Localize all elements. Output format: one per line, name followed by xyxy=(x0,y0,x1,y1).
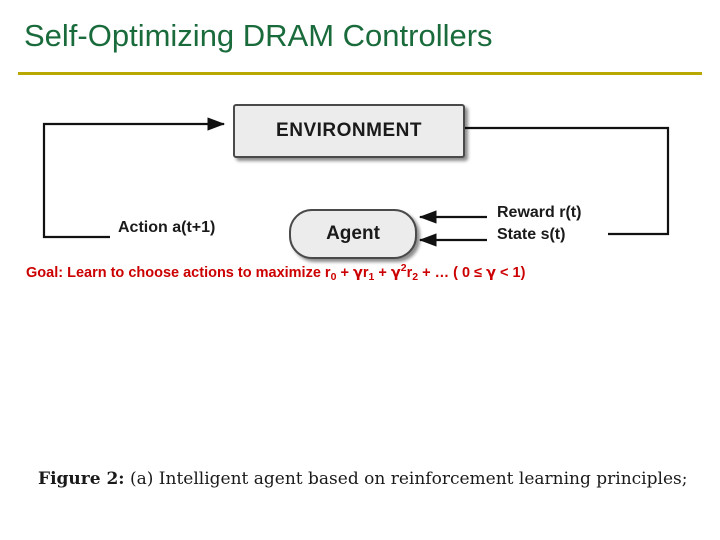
goal-plus-2: + xyxy=(374,265,391,281)
goal-sub-0: 0 xyxy=(330,271,337,283)
agent-label: Agent xyxy=(326,223,380,244)
diagram-connectors xyxy=(42,117,670,247)
goal-prefix: Goal: Learn to choose actions to maximiz… xyxy=(26,265,331,281)
goal-r-2: r xyxy=(406,265,413,281)
figure-caption-label: Figure 2: xyxy=(38,469,125,489)
environment-label: ENVIRONMENT xyxy=(276,120,422,141)
goal-gamma-2: γ xyxy=(390,265,401,281)
goal-sub-2: 2 xyxy=(412,271,419,283)
goal-exponent-2: 2 xyxy=(400,262,407,274)
title-divider xyxy=(18,72,702,75)
reward-label: Reward r(t) xyxy=(497,204,582,221)
goal-sub-1: 1 xyxy=(368,271,375,283)
goal-r-1: r xyxy=(362,265,369,281)
goal-gamma-3: γ xyxy=(486,265,496,281)
figure-caption-text: (a) Intelligent agent based on reinforce… xyxy=(124,469,688,489)
goal-tail-2: < 1) xyxy=(496,265,526,281)
figure-caption: Figure 2: (a) Intelligent agent based on… xyxy=(38,466,698,492)
action-label: Action a(t+1) xyxy=(118,219,216,236)
state-label: State s(t) xyxy=(497,226,566,243)
goal-tail: + … ( 0 ≤ xyxy=(418,265,487,281)
agent-node: Agent xyxy=(289,209,417,259)
goal-statement: Goal: Learn to choose actions to maximiz… xyxy=(26,262,526,283)
page-title: Self-Optimizing DRAM Controllers xyxy=(24,18,493,53)
goal-gamma-1: γ xyxy=(352,265,363,281)
reinforcement-learning-diagram: ENVIRONMENT Agent Action a(t+1) Reward r… xyxy=(0,92,720,267)
goal-plus-1: + xyxy=(336,265,353,281)
environment-node: ENVIRONMENT xyxy=(233,104,465,158)
